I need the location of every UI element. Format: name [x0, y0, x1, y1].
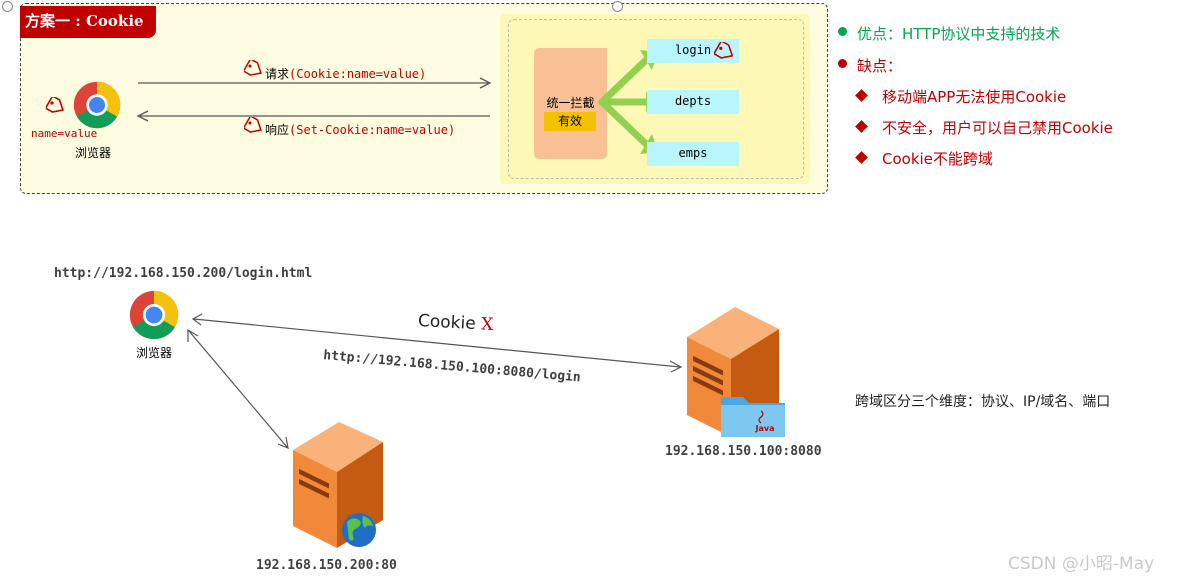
- request-message: 请求(Cookie:name=value): [265, 65, 426, 82]
- browser-label: 浏览器: [75, 146, 112, 160]
- endpoint-depts: depts: [647, 90, 739, 114]
- response-code: (Set-Cookie:name=value): [289, 123, 456, 137]
- response-label: 响应: [265, 123, 290, 137]
- cons-item-3: Cookie不能跨域: [882, 150, 993, 168]
- cons-item-1: 移动端APP无法使用Cookie: [882, 88, 1067, 106]
- cons-title: 缺点：: [857, 57, 903, 75]
- cookie-word: Cookie: [417, 311, 477, 335]
- request-response-arrows: [136, 77, 492, 122]
- response-tag-icon: [244, 117, 262, 133]
- resize-handle-top[interactable]: [612, 1, 623, 12]
- endpoint-emps: emps: [647, 142, 739, 166]
- browser-url: http://192.168.150.200/login.html: [54, 266, 313, 281]
- cross-domain-note: 跨域区分三个维度：协议、IP/域名、端口: [855, 394, 1111, 410]
- cons-diamond-1: [855, 89, 868, 102]
- web-server-ip: 192.168.150.200:80: [256, 558, 397, 573]
- cons-item-2: 不安全，用户可以自己禁用Cookie: [882, 119, 1113, 137]
- resize-handle-left[interactable]: [2, 1, 13, 12]
- cross-mark: X: [480, 314, 494, 335]
- login-tag-icon: [714, 42, 734, 59]
- watermark: CSDN @小昭-May: [1008, 554, 1155, 574]
- pros-text: 优点：HTTP协议中支持的技术: [857, 25, 1061, 43]
- cookie-text: Cookie X: [418, 311, 494, 335]
- cookie-value-label: name=value: [31, 127, 98, 140]
- cons-diamond-3: [855, 151, 868, 164]
- response-message: 响应(Set-Cookie:name=value): [265, 121, 455, 138]
- cons-bullet: [838, 59, 847, 68]
- server-boundary: [508, 19, 804, 179]
- tag-icon: [46, 97, 64, 113]
- web-server-icon: [293, 422, 383, 548]
- app-server-ip: 192.168.150.100:8080: [665, 444, 822, 459]
- request-label: 请求: [265, 67, 290, 81]
- java-label: Java: [755, 424, 775, 433]
- chrome-icon: [73, 81, 121, 129]
- app-server-icon: Java: [687, 307, 785, 437]
- panel-title: 方案一 : Cookie: [20, 6, 156, 38]
- request-tag-icon: [244, 60, 262, 76]
- chrome-icon-bottom: [129, 290, 179, 340]
- filter-label: 统一拦截: [546, 96, 595, 110]
- request-code: (Cookie:name=value): [289, 67, 427, 81]
- connection-lines: [187, 313, 683, 449]
- browser-label-bottom: 浏览器: [136, 346, 173, 360]
- pros-bullet: [838, 27, 847, 36]
- valid-badge: 有效: [544, 112, 596, 131]
- filter-block: [534, 48, 607, 159]
- cons-diamond-2: [855, 120, 868, 133]
